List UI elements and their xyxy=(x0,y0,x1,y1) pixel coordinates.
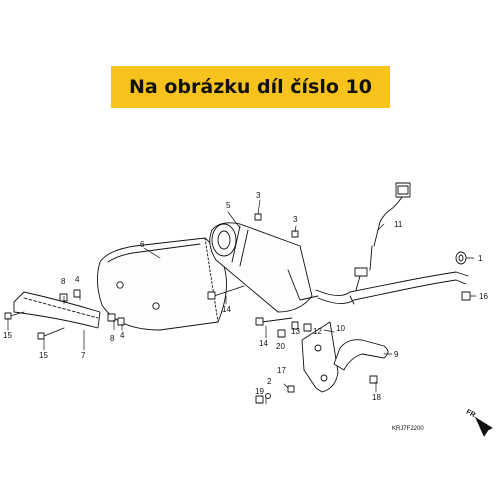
muffler-body xyxy=(209,222,319,313)
exhaust-pipe xyxy=(315,271,469,305)
bolt-14-lower xyxy=(255,317,293,326)
callout-8b: 8 xyxy=(110,334,115,343)
diagram-code: KRJ7F2200 xyxy=(392,426,424,432)
callout-3a: 3 xyxy=(256,191,261,200)
callout-2: 2 xyxy=(267,377,272,386)
bolt-15-lower xyxy=(37,327,65,340)
callout-4a: 4 xyxy=(75,275,80,284)
bolt-14-upper xyxy=(207,285,245,300)
leader-lines xyxy=(7,199,477,405)
callout-16: 16 xyxy=(479,292,488,301)
callout-13: 13 xyxy=(291,327,300,336)
nut-20 xyxy=(277,329,286,338)
callout-8a: 8 xyxy=(61,277,66,286)
callout-14a: 14 xyxy=(222,305,231,314)
callout-labels: 5 6 3 3 11 1 16 9 10 14 14 13 12 20 17 1… xyxy=(3,191,488,432)
callout-18: 18 xyxy=(372,393,381,402)
callout-11: 11 xyxy=(394,220,403,229)
heat-shield-part-6 xyxy=(97,237,227,331)
bolt-13 xyxy=(291,321,299,330)
nut-12 xyxy=(303,323,312,332)
callout-7: 7 xyxy=(81,351,86,360)
direction-label: FR. xyxy=(465,409,478,421)
collar-8-a xyxy=(59,293,68,302)
nut-3-a xyxy=(254,213,262,221)
callout-4b: 4 xyxy=(120,331,125,340)
callout-5: 5 xyxy=(226,201,231,210)
collar-8-b xyxy=(107,313,116,322)
callout-3b: 3 xyxy=(293,215,298,224)
bracket-part-10 xyxy=(301,321,339,393)
oxygen-sensor-part-11 xyxy=(354,182,411,291)
front-direction-arrow xyxy=(475,417,493,437)
muffler-band-part-7 xyxy=(13,291,101,329)
callout-12: 12 xyxy=(313,327,322,336)
callout-19: 19 xyxy=(255,387,264,396)
bolt-18 xyxy=(369,375,378,384)
washer-2 xyxy=(265,393,271,399)
grommet-4-b xyxy=(117,317,125,326)
callout-17: 17 xyxy=(277,366,286,375)
grommet-4-a xyxy=(73,289,81,298)
gasket-part-1 xyxy=(455,251,467,265)
nut-17 xyxy=(287,385,295,393)
stay-part-9 xyxy=(333,339,389,371)
bolt-19 xyxy=(255,395,264,404)
callout-15b: 15 xyxy=(39,351,48,360)
callout-9: 9 xyxy=(394,350,399,359)
callout-14b: 14 xyxy=(259,339,268,348)
callout-6: 6 xyxy=(140,240,145,249)
callout-1: 1 xyxy=(478,254,483,263)
bolt-16 xyxy=(461,291,471,301)
callout-10: 10 xyxy=(336,324,345,333)
highlight-banner: Na obrázku díl číslo 10 xyxy=(111,66,390,108)
banner-text: Na obrázku díl číslo 10 xyxy=(129,76,372,98)
callout-15a: 15 xyxy=(3,331,12,340)
callout-20: 20 xyxy=(276,342,285,351)
